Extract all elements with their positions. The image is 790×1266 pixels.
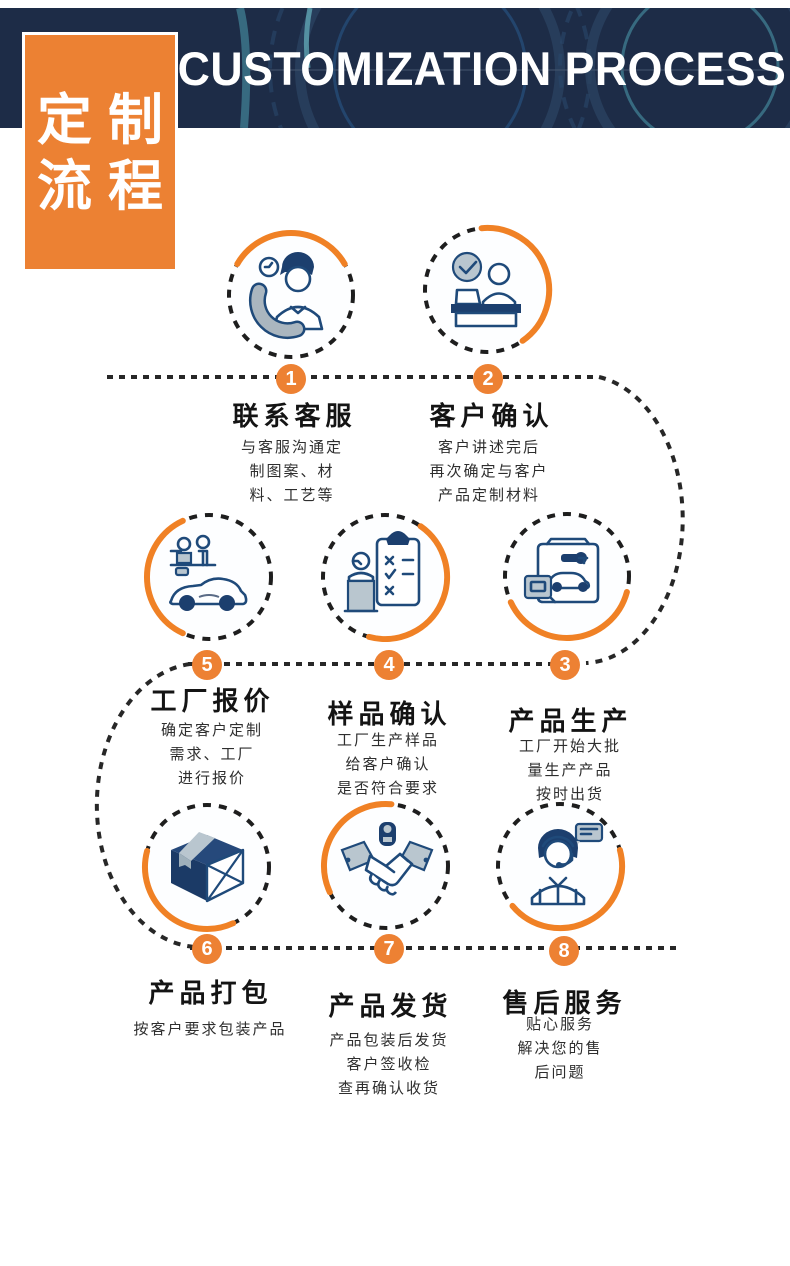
step-badge-2: 2 [473,364,503,394]
cn-title-line2: 流程 [37,155,180,217]
desk-check-icon [451,251,521,328]
flow-line-row1 [107,375,599,379]
page-title: CUSTOMIZATION PROCESS [177,41,787,95]
flow-line-row3 [190,946,680,950]
step3-title: 产品生产 [508,706,633,736]
step2-title: 客户确认 [429,401,554,431]
step3-desc: 工厂开始大批量生产产品按时出货 [518,738,622,803]
step8-desc: 贴心服务解决您的售后问题 [517,1016,603,1081]
production-doc-icon [523,537,600,604]
step6-circle [142,803,271,932]
step2-circle [423,224,553,354]
cn-title-box: 定制 流程 [22,32,178,272]
checklist-icon [343,531,421,613]
step8-title: 售后服务 [502,988,627,1018]
step1-desc: 与客服沟通定制图案、材料、工艺等 [240,439,344,504]
step-badge-8: 8 [549,936,579,966]
step1-title: 联系客服 [232,401,357,431]
step7-desc: 产品包装后发货客户签收检查再确认收货 [329,1032,449,1097]
step4-desc: 工厂生产样品给客户确认是否符合要求 [336,732,440,797]
phone-headset-icon [248,252,324,340]
step8-circle [496,802,625,932]
step5-circle [143,513,273,641]
step5-title: 工厂报价 [150,686,275,716]
package-box-icon [171,832,245,903]
quote-car-icon [169,534,248,611]
handshake-icon [340,822,434,896]
step6-title: 产品打包 [148,978,273,1008]
step5-desc: 确定客户定制需求、工厂进行报价 [160,722,264,787]
header-tech-pattern [236,8,790,128]
step7-title: 产品发货 [328,991,453,1021]
step4-title: 样品确认 [327,699,452,729]
step-badge-1: 1 [276,364,306,394]
step4-circle [321,513,451,642]
step-badge-5: 5 [192,650,222,680]
support-agent-icon [530,822,604,906]
step-badge-7: 7 [374,934,404,964]
step2-desc: 客户讲述完后再次确定与客户产品定制材料 [429,439,549,504]
cn-title-line1: 定制 [37,89,180,151]
step-badge-6: 6 [192,934,222,964]
step1-circle [227,229,355,359]
step7-circle [320,800,450,930]
step-badge-3: 3 [550,650,580,680]
step3-circle [503,512,631,642]
step6-desc: 按客户要求包装产品 [133,1021,287,1038]
step-badge-4: 4 [374,650,404,680]
